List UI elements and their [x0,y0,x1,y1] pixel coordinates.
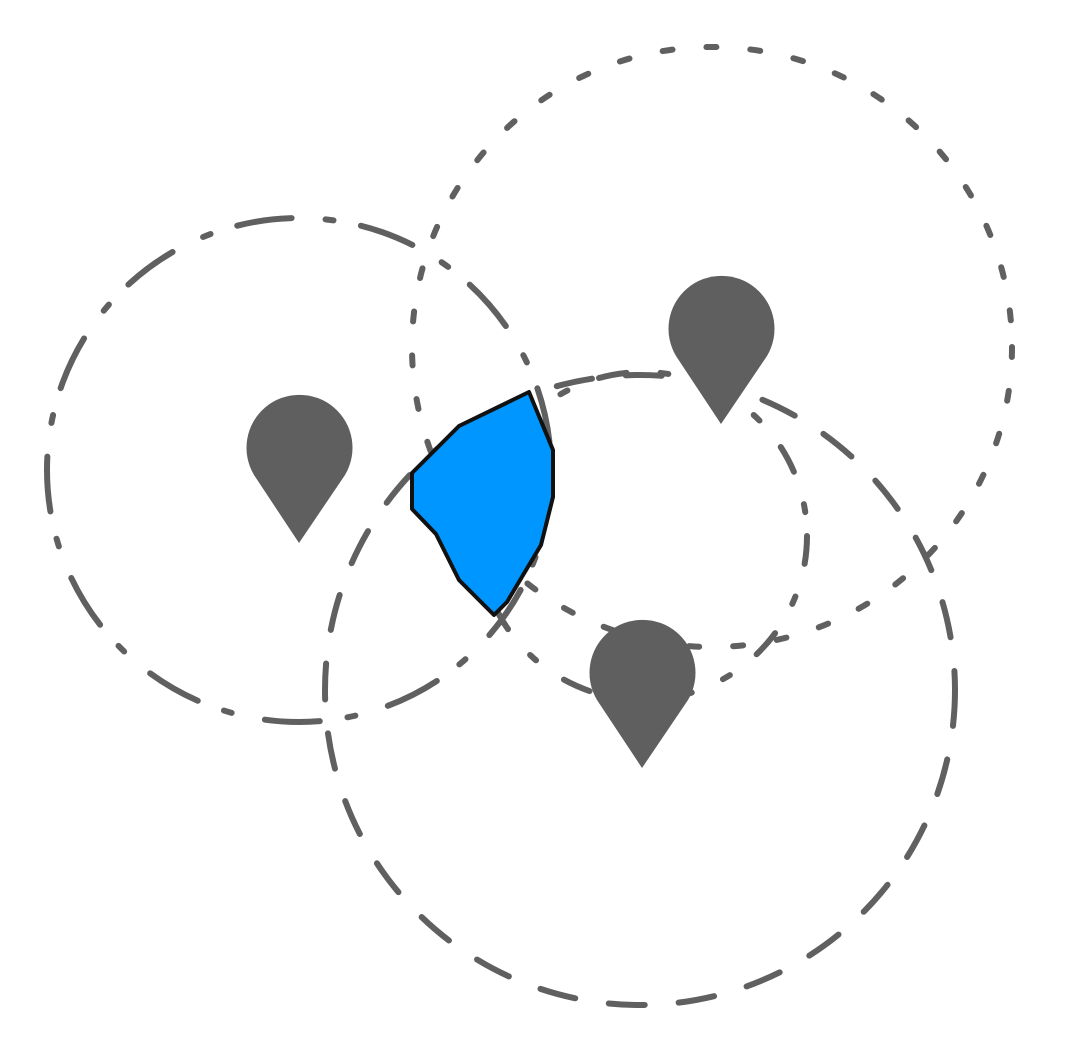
range-circle-bottom [322,372,958,1008]
map-pin-icon [668,275,775,424]
range-circle-top-right [409,44,1015,650]
map-pin-icon [246,394,353,543]
range-circle-middle [476,369,810,703]
intersection-area [410,390,555,617]
map-pin-icon [589,619,696,768]
